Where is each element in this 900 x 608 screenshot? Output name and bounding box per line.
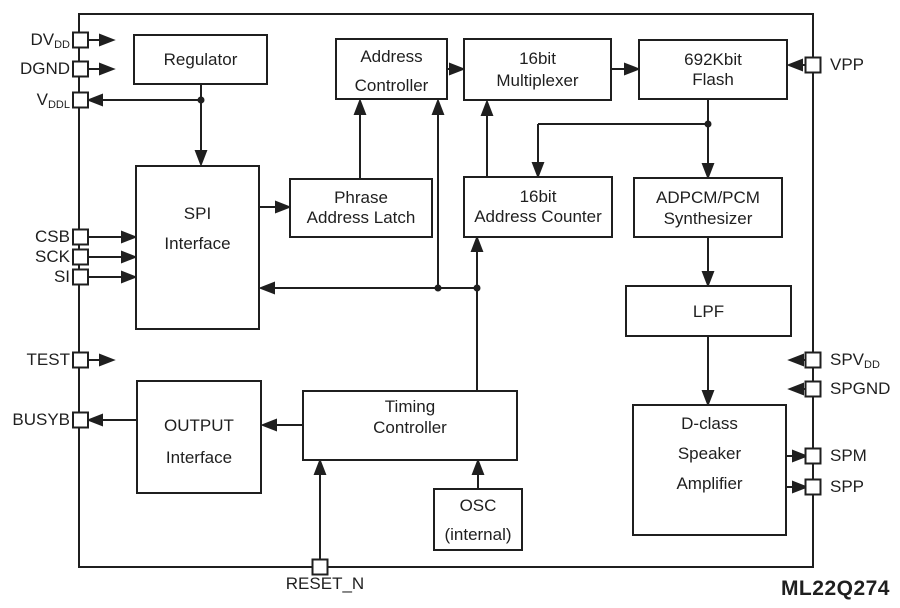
pin-pads	[72, 31, 822, 576]
pin-label-spm: SPM	[830, 446, 867, 465]
block-label: Regulator	[163, 50, 238, 69]
busyb-pin	[72, 411, 89, 429]
pin-label-si: SI	[53, 267, 70, 286]
spp-pin	[804, 478, 822, 496]
block-label: Address Latch	[306, 208, 416, 227]
pin-label-spvdd: SPVDD	[830, 350, 880, 371]
si-pin	[72, 268, 89, 286]
pin-label-sck: SCK	[35, 247, 70, 266]
pin-label-test: TEST	[26, 350, 70, 369]
block-label: SPI	[183, 204, 212, 223]
pin-label-csb: CSB	[35, 227, 70, 246]
block-label: Controller	[354, 76, 429, 95]
csb-pin	[72, 228, 89, 246]
wires	[86, 33, 809, 559]
spvdd-pin	[804, 351, 822, 369]
block-label: 16bit	[519, 187, 557, 206]
block-label: ADPCM/PCM	[656, 187, 760, 207]
block-regulator: Regulator	[133, 34, 268, 85]
sck-pin	[72, 248, 89, 266]
pin-label-dgnd: DGND	[19, 59, 70, 78]
block-dclass-speaker-amplifier: D-class Speaker Amplifier	[632, 404, 787, 536]
dgnd-pin	[72, 60, 89, 78]
pin-label-busyb: BUSYB	[12, 410, 70, 429]
block-flash: 692Kbit Flash	[638, 39, 788, 100]
vddl-pin	[72, 91, 89, 109]
block-label: Amplifier	[676, 474, 743, 493]
dvdd-pin	[72, 31, 89, 49]
block-adpcm-pcm-synthesizer: ADPCM/PCM Synthesizer	[633, 177, 783, 238]
block-output-interface: OUTPUT Interface	[136, 380, 262, 494]
block-label: Speaker	[677, 444, 742, 463]
block-label: Timing	[384, 396, 436, 416]
block-label: Address Counter	[474, 207, 602, 226]
block-label: Synthesizer	[663, 208, 753, 228]
block-label: OUTPUT	[164, 416, 234, 435]
block-label: Address	[360, 47, 423, 66]
test-pin	[72, 351, 89, 369]
block-label: Interface	[164, 234, 231, 253]
block-label: 692Kbit	[684, 49, 742, 69]
block-label: Flash	[692, 69, 734, 89]
block-spi-interface: SPI Interface	[135, 165, 260, 330]
chip-boundary	[78, 13, 814, 568]
block-label: Multiplexer	[496, 70, 579, 90]
pin-label-dvdd: DVDD	[30, 30, 70, 51]
spm-pin	[804, 447, 822, 465]
block-16bit-multiplexer: 16bit Multiplexer	[463, 38, 612, 101]
vpp-pin	[804, 56, 822, 74]
block-timing-controller: Timing Controller	[302, 390, 518, 461]
block-16bit-address-counter: 16bit Address Counter	[463, 176, 613, 238]
pin-label-spp: SPP	[830, 477, 865, 496]
pin-label-reset-n: RESET_N	[285, 574, 365, 593]
reset-n-pin	[311, 558, 329, 576]
block-label: Interface	[165, 448, 233, 467]
spgnd-pin	[804, 380, 822, 398]
block-label: D-class	[681, 414, 738, 433]
block-phrase-address-latch: Phrase Address Latch	[289, 178, 433, 238]
block-label: OSC	[459, 495, 497, 515]
block-label: Controller	[373, 417, 447, 437]
block-address-controller: Address Controller	[335, 38, 448, 100]
block-lpf: LPF	[625, 285, 792, 337]
block-osc-internal: OSC (internal)	[433, 488, 523, 551]
block-label: LPF	[692, 301, 725, 321]
block-label: (internal)	[444, 524, 512, 544]
block-label: Phrase	[334, 188, 388, 207]
part-number: ML22Q274	[780, 577, 890, 600]
pin-label-spgnd: SPGND	[830, 379, 891, 398]
block-label: 16bit	[519, 48, 556, 68]
pin-label-vddl: VDDL	[36, 90, 70, 111]
pin-label-vpp: VPP	[830, 55, 865, 74]
